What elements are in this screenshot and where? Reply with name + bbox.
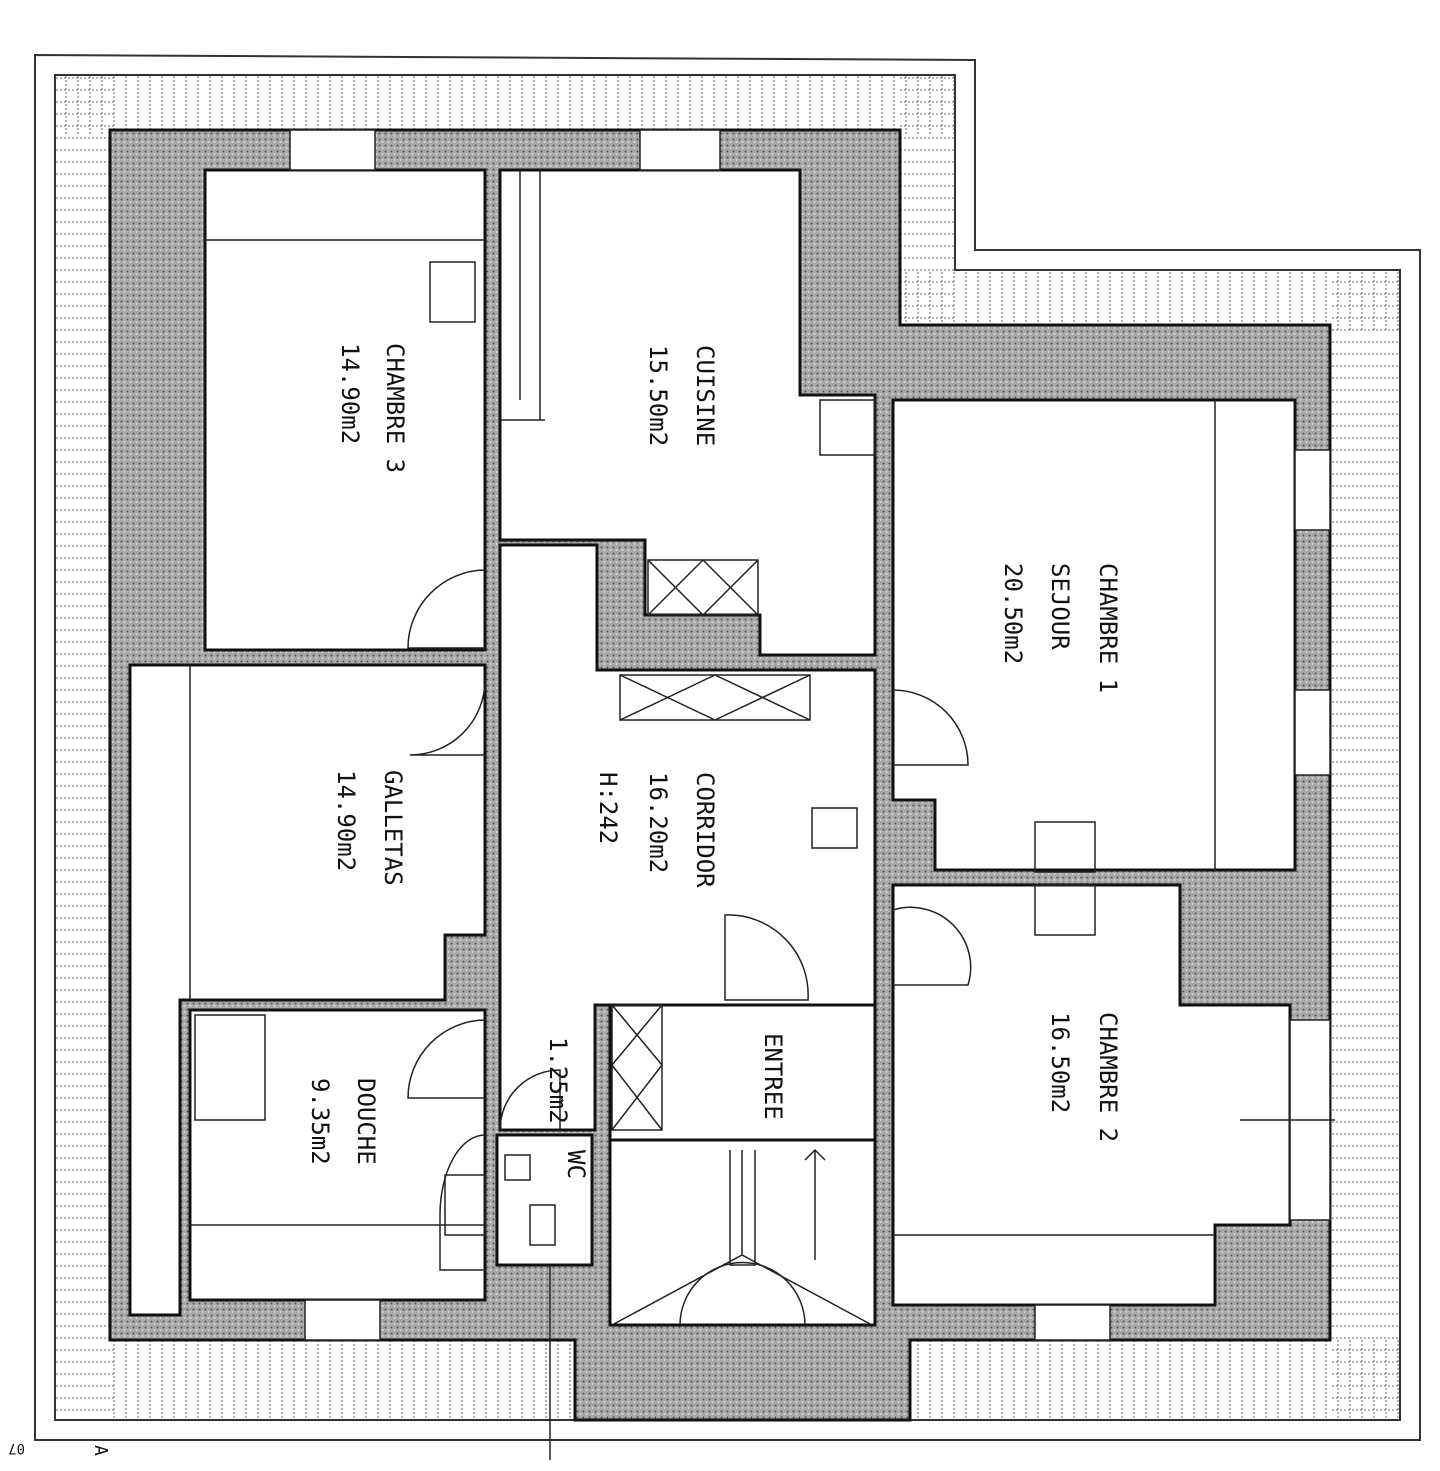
room-douche (188, 1008, 487, 1302)
room-entree (608, 1003, 877, 1142)
doors (407, 569, 972, 1271)
room-area: 9.35m2 (306, 1078, 334, 1165)
room-name: ENTREE (759, 1033, 787, 1120)
label-entree: ENTREE (759, 1033, 787, 1120)
room-area: 15.50m2 (644, 345, 672, 446)
room-area: 1.25m2 (544, 1037, 572, 1124)
label-douche: DOUCHE 9.35m2 (306, 1078, 380, 1165)
room-name: DOUCHE (352, 1078, 380, 1165)
chimney-cross-icon (611, 559, 811, 1131)
fixtures (189, 170, 1335, 1460)
label-cuisine: CUISINE 15.50m2 (644, 345, 719, 446)
label-corridor: CORRIDOR 16.20m2 H:242 (594, 772, 719, 888)
room-name: CHAMBRE 2 (1094, 1012, 1122, 1142)
corner-letter: A (90, 1445, 111, 1456)
roof-hatching (54, 74, 1401, 1421)
room-name: GALLETAS (379, 770, 407, 886)
room-name: WC (562, 1150, 590, 1179)
room-name-2: SEJOUR (1046, 563, 1074, 650)
room-name: CUISINE (691, 345, 719, 446)
corner-number: 07 (8, 1440, 25, 1456)
room-chambre-1 (891, 398, 1297, 872)
room-cuisine (498, 168, 877, 657)
label-chambre-2: CHAMBRE 2 16.50m2 (1046, 1012, 1122, 1142)
room-area: 16.50m2 (1046, 1012, 1074, 1113)
room-area: 14.90m2 (336, 343, 364, 444)
room-height: H:242 (594, 772, 622, 844)
room-chambre-2 (891, 883, 1292, 1307)
room-chambre-3 (203, 168, 487, 652)
label-wc: 1.25m2 WC (544, 1037, 590, 1179)
label-chambre-3: CHAMBRE 3 14.90m2 (336, 343, 409, 473)
room-area: 14.90m2 (332, 770, 360, 871)
room-name: CORRIDOR (691, 772, 719, 888)
label-galletas: GALLETAS 14.90m2 (332, 770, 407, 886)
room-name: CHAMBRE 3 (381, 343, 409, 473)
room-area: 16.20m2 (644, 772, 672, 873)
room-area: 20.50m2 (999, 563, 1027, 664)
room-name: CHAMBRE 1 (1094, 563, 1122, 693)
room-wc (495, 1133, 594, 1267)
roof-outline (34, 53, 1421, 1441)
label-chambre-1: CHAMBRE 1 SEJOUR 20.50m2 (999, 563, 1122, 693)
